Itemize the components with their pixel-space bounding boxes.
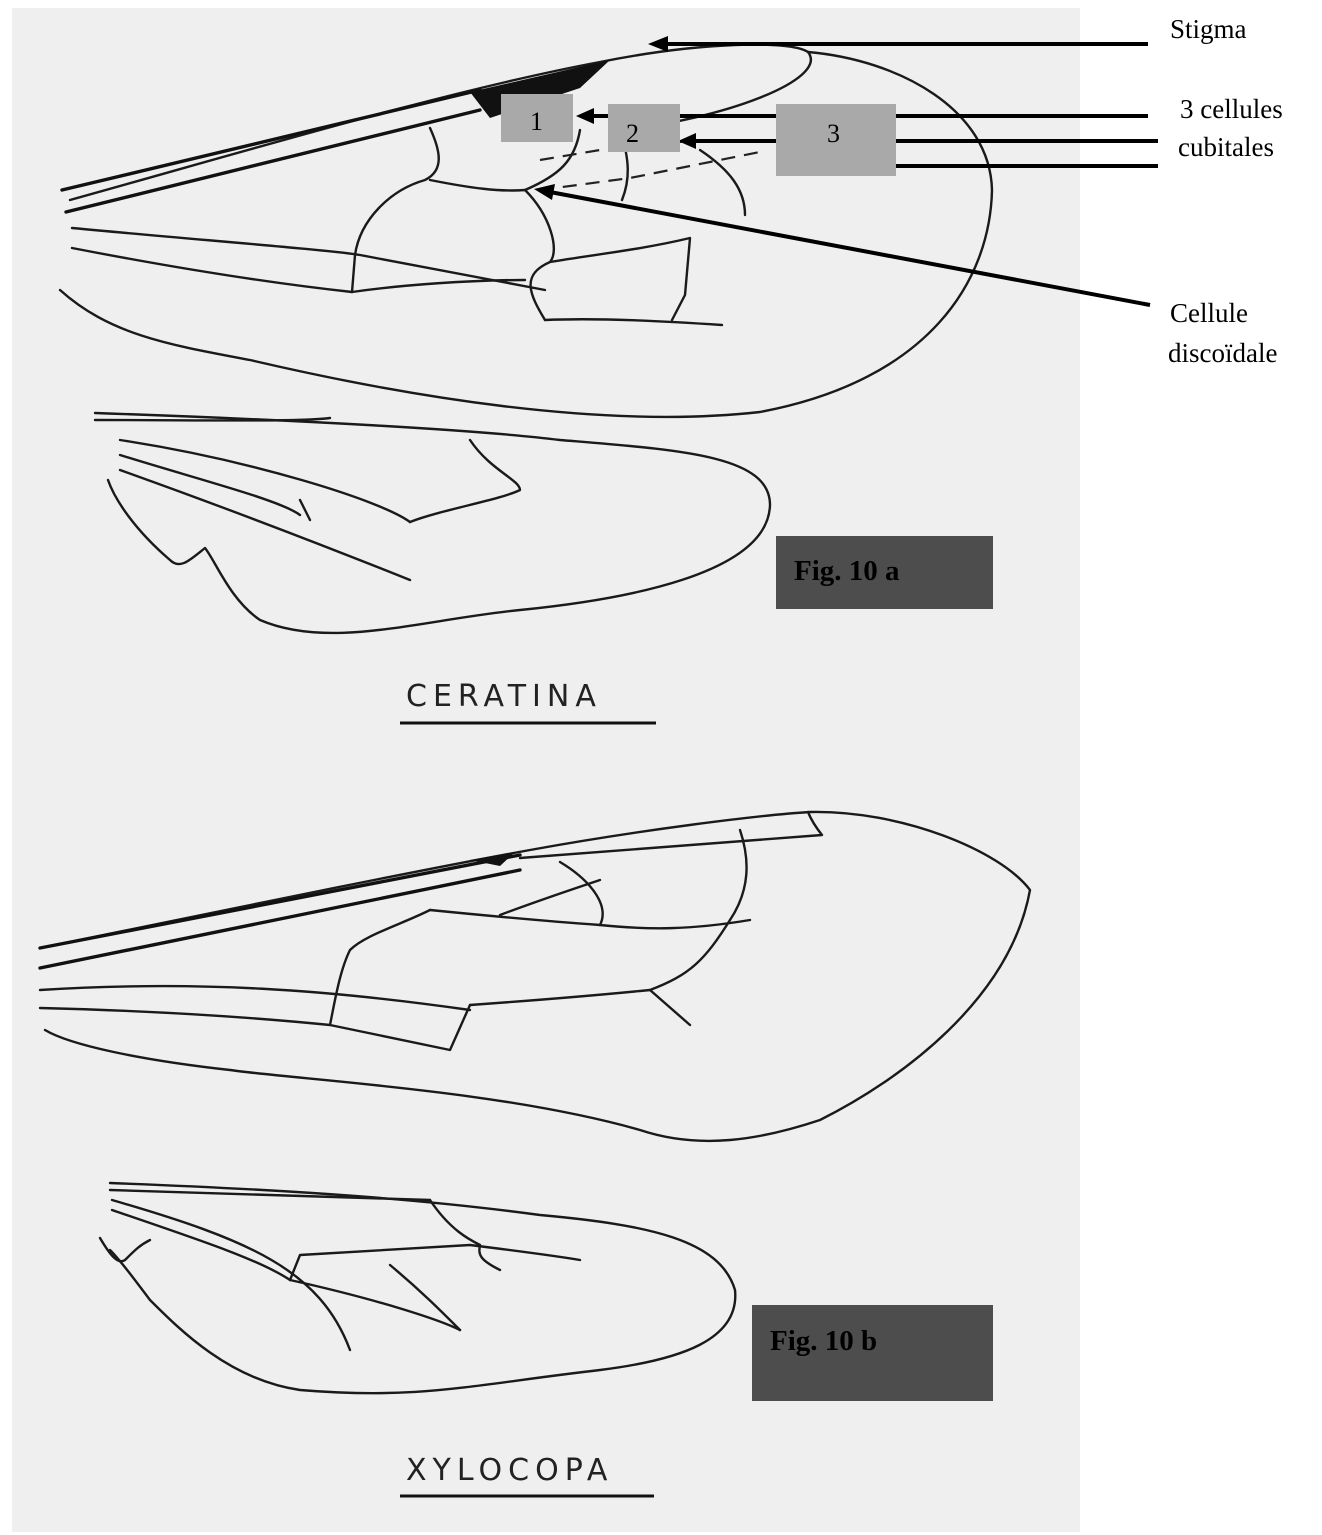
fig-10b-box: Fig. 10 b xyxy=(752,1305,993,1401)
cell-number-1: 1 xyxy=(530,107,543,136)
label-cubitales-line2: cubitales xyxy=(1178,132,1274,162)
label-cubitales-line1: 3 cellules xyxy=(1180,94,1283,124)
xylocopa-genus-name: Xylocopa xyxy=(406,1453,613,1488)
fig-10b-label: Fig. 10 b xyxy=(770,1325,877,1357)
cell-number-2: 2 xyxy=(626,119,639,148)
label-stigma: Stigma xyxy=(1170,14,1247,44)
cell-box-3: 3 xyxy=(776,104,896,176)
cell-number-3: 3 xyxy=(827,119,840,148)
cell-box-1: 1 xyxy=(501,94,573,142)
fig-10a-box: Fig. 10 a xyxy=(776,536,993,609)
ceratina-genus-name: Ceratina xyxy=(406,679,602,714)
label-discoidale-line2: discoïdale xyxy=(1168,338,1277,368)
cell-box-2: 2 xyxy=(608,104,680,152)
label-discoidale-line1: Cellule xyxy=(1170,298,1248,328)
fig-10a-label: Fig. 10 a xyxy=(794,555,900,587)
